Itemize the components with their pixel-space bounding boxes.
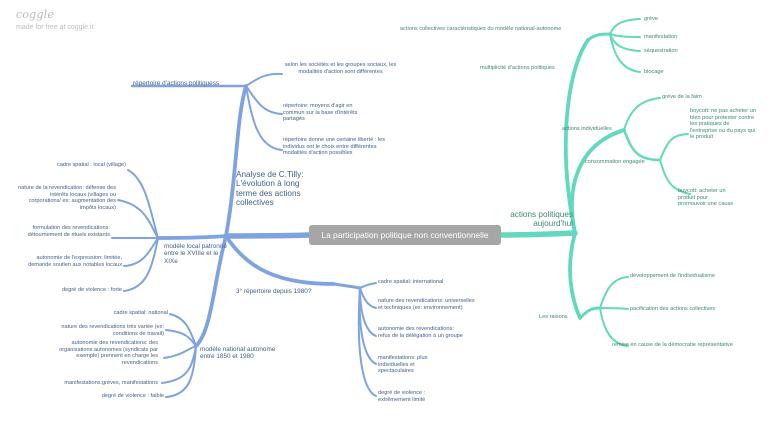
node-char-item-4[interactable]: blocage (644, 69, 664, 75)
node-tilly[interactable]: Analyse de C.Tilly: L'évolution à long t… (236, 170, 304, 208)
node-local-model[interactable]: modèle local patronné entre le XVIIIe et… (164, 243, 227, 265)
node-char-item-2[interactable]: manifestation (644, 34, 678, 40)
branch-local (156, 234, 228, 240)
branch-third (224, 234, 336, 286)
coggle-brand: coggle made for free at coggle.it (16, 8, 93, 31)
coggle-logo: coggle (16, 8, 55, 21)
branch-reason-item-1 (599, 276, 629, 309)
node-actions-today[interactable]: actions politiques aujourd'hui (510, 210, 573, 229)
branch-rep-item-1 (245, 72, 283, 87)
node-local-item-2[interactable]: nature de la revendication: défense des … (18, 185, 116, 211)
branch-char-item-1 (609, 18, 641, 35)
node-boycott[interactable]: boycott: ne pas acheter un bien pour pro… (690, 108, 756, 141)
branch-third-hub (332, 282, 362, 290)
node-repertoire-item-2[interactable]: répertoire: moyens d'agir en commun sur … (283, 103, 358, 123)
branch-national-item-1 (169, 313, 197, 347)
node-hunger-strike[interactable]: grève de la faim (662, 94, 702, 100)
branch-local-item-5 (123, 237, 159, 292)
branch-national (194, 234, 228, 348)
node-repertoire-item-1[interactable]: selon les sociétés et les groupes sociau… (284, 62, 397, 75)
branch-local-item-2 (117, 199, 159, 239)
branch-reasons-hub (578, 306, 602, 320)
branch-characteristics-hub (586, 32, 612, 42)
node-reasons[interactable]: Les raisons (539, 314, 568, 320)
branch-consumption (622, 128, 662, 162)
node-third-item-5[interactable]: degré de violence : extrêmement limité (378, 390, 426, 403)
node-consumption[interactable]: consommation engagée (585, 159, 645, 165)
node-repertoire-item-3[interactable]: répertoire donne une certaine liberté : … (283, 137, 385, 157)
branch-national-item-3 (163, 345, 197, 359)
node-national-item-3[interactable]: autonomie des revendications: des organi… (59, 340, 158, 366)
branch-national-item-5 (165, 345, 197, 398)
coggle-tagline: made for free at coggle.it (16, 24, 94, 31)
branch-third-item-1 (359, 282, 377, 289)
left-branches (111, 72, 377, 398)
branch-cons-item-2 (659, 159, 691, 195)
branch-root-right (497, 230, 578, 238)
branch-reason-item-2 (599, 307, 629, 310)
branch-char-item-2 (609, 33, 641, 38)
branch-cons-item-1 (659, 133, 689, 161)
node-individual-actions[interactable]: actions individuelles (562, 126, 612, 132)
node-local-item-1[interactable]: cadre spatial : local (village) (56, 162, 126, 168)
node-national-item-1[interactable]: cadre spatial: national (113, 310, 168, 316)
branch-char-item-4 (609, 33, 641, 73)
node-char-item-1[interactable]: grève (644, 16, 658, 22)
right-branches (497, 18, 691, 347)
branch-local-item-1 (127, 169, 159, 239)
branch-national-item-2 (165, 329, 197, 347)
node-repertoire[interactable]: répertoire d'actions politiquess (133, 80, 220, 87)
branch-third-item-4 (358, 287, 377, 365)
branch-third-item-5 (357, 287, 377, 397)
branch-reason-item-3 (599, 307, 629, 347)
branch-repertoire (224, 84, 248, 238)
node-reason-3[interactable]: remise en cause de la démocratie représe… (612, 342, 733, 348)
node-local-item-4[interactable]: autonomie de l'expression: limitée, dema… (28, 255, 122, 268)
node-characteristics[interactable]: actions collectives caractéristiques du … (400, 26, 562, 32)
branch-rep-item-3 (245, 85, 283, 151)
node-national-item-5[interactable]: degré de violence : faible (101, 393, 164, 399)
node-national-model[interactable]: modèle national autonome entre 1850 et 1… (200, 346, 276, 361)
node-local-item-3[interactable]: formulation des revendications: détourne… (27, 225, 110, 238)
node-third-item-1[interactable]: cadre spatial: international (378, 279, 444, 285)
branch-individual (570, 128, 626, 235)
node-national-item-2[interactable]: nature des revendications très variée (e… (61, 324, 164, 337)
branch-local-item-4 (123, 237, 159, 267)
branch-characteristics (563, 38, 590, 235)
branch-root-tilly (223, 232, 313, 239)
node-multiplicity[interactable]: multiplicité d'actions politiques (480, 65, 555, 71)
node-third-repertoire[interactable]: 3° répertoire depuis 1980? (236, 288, 312, 295)
node-reason-1[interactable]: développement de l'individualisme (630, 273, 716, 279)
node-buycott[interactable]: buycott: acheter un produit pour promouv… (678, 188, 734, 208)
branch-rep-item-2 (245, 85, 283, 115)
branch-ind-item-1 (623, 97, 661, 131)
node-reason-2[interactable]: pacification des actions collectives (630, 306, 716, 312)
branch-third-item-2 (359, 287, 377, 309)
node-third-item-2[interactable]: nature des revendications: universelles … (378, 298, 475, 311)
branch-reasons (568, 231, 582, 320)
central-node[interactable]: La participation politique non conventio… (309, 225, 501, 245)
node-national-item-4[interactable]: manifestations:grèves, manifestations (64, 380, 158, 386)
node-third-item-3[interactable]: autonomie des revendications: refus de l… (378, 326, 463, 339)
node-local-item-5[interactable]: degré de violence : forte (61, 287, 122, 293)
node-third-item-4[interactable]: manifestations: plus individuelles et sp… (378, 355, 428, 375)
node-char-item-3[interactable]: séquestration (644, 48, 678, 54)
